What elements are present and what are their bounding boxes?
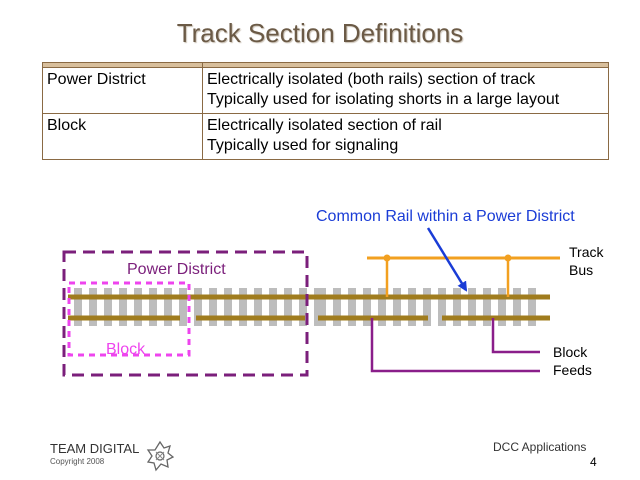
track-tie xyxy=(224,288,232,326)
footer-copyright: Copyright 2008 xyxy=(50,457,105,466)
track-tie xyxy=(453,288,461,326)
track-tie xyxy=(239,288,247,326)
track-ties xyxy=(74,288,536,326)
block-feed-wire-1 xyxy=(370,318,540,373)
track-bus-label-line2: Bus xyxy=(569,262,593,278)
definition-line: Electrically isolated (both rails) secti… xyxy=(207,71,536,88)
track-tie xyxy=(348,288,356,326)
track-tie xyxy=(254,288,262,326)
track-tie xyxy=(498,288,506,326)
track-bus-junction-2 xyxy=(504,254,512,262)
block-feeds-label-line1: Block xyxy=(553,344,588,360)
track-tie xyxy=(408,288,416,326)
block-boundary xyxy=(67,281,191,357)
definitions-table: Power District Electrically isolated (bo… xyxy=(42,62,609,160)
track-tie xyxy=(423,288,431,326)
track-tie xyxy=(179,288,187,326)
track-tie xyxy=(284,288,292,326)
track-tie xyxy=(209,288,217,326)
track-tie xyxy=(104,288,112,326)
track-bus-junction-1 xyxy=(383,254,391,262)
track-tie xyxy=(363,288,371,326)
definition-line: Electrically isolated section of rail xyxy=(207,117,442,134)
track-tie xyxy=(333,288,341,326)
track-tie xyxy=(164,288,172,326)
track-tie xyxy=(483,288,491,326)
slide-title: Track Section Definitions xyxy=(176,18,464,48)
track-tie xyxy=(513,288,521,326)
footer-brand: TEAM DIGITAL xyxy=(50,441,140,456)
common-rail-arrow xyxy=(426,227,468,292)
block-feed-wire-2 xyxy=(491,318,540,354)
team-digital-logo-icon xyxy=(146,440,174,472)
track-tie xyxy=(528,288,536,326)
track-tie xyxy=(468,288,476,326)
track-tie xyxy=(134,288,142,326)
left-track-rails xyxy=(68,294,332,321)
track-tie xyxy=(194,288,202,326)
definition-description: Electrically isolated section of rail Ty… xyxy=(202,113,609,160)
definition-term: Block xyxy=(42,113,203,160)
definition-line: Typically used for signaling xyxy=(207,137,399,154)
footer-title: DCC Applications xyxy=(493,440,587,454)
track-bus xyxy=(367,254,560,297)
common-rail-label: Common Rail within a Power District xyxy=(316,208,575,225)
block-feeds xyxy=(370,318,540,373)
definition-row-block: Block Electrically isolated section of r… xyxy=(42,113,609,160)
track-tie xyxy=(378,288,386,326)
page-number: 4 xyxy=(590,455,597,469)
track-tie xyxy=(119,288,127,326)
track-tie xyxy=(438,288,446,326)
definition-line: Typically used for isolating shorts in a… xyxy=(207,91,560,108)
track-tie xyxy=(89,288,97,326)
power-district-label: Power District xyxy=(127,261,226,278)
track-tie xyxy=(393,288,401,326)
track-tie xyxy=(299,288,307,326)
track-tie xyxy=(269,288,277,326)
track-bus-label-line1: Track xyxy=(569,244,604,260)
track-tie xyxy=(318,288,326,326)
power-district-boundary xyxy=(62,250,309,377)
track-tie xyxy=(74,288,82,326)
block-feeds-label-line2: Feeds xyxy=(553,362,592,378)
track-tie xyxy=(149,288,157,326)
block-label: Block xyxy=(106,341,146,358)
definition-term: Power District xyxy=(42,67,203,114)
